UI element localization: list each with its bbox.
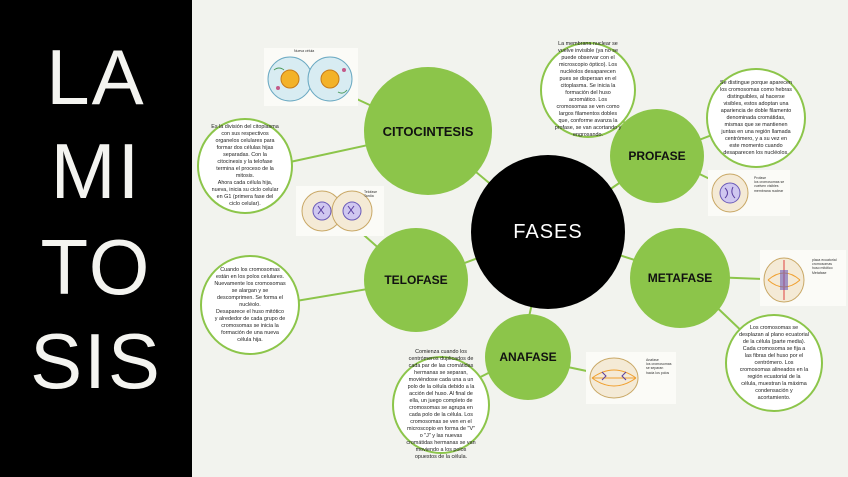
image-citocintesis: Nueva célula <box>264 48 358 106</box>
anaphase-cell-icon <box>589 357 639 399</box>
cell-division-icon <box>267 56 353 102</box>
text-anafase: Comienza cuando los centrómeros duplicad… <box>392 349 490 460</box>
metaphase-cell-icon <box>763 257 805 303</box>
image-metafase: placa ecuatorial cromosomas huso mitótic… <box>760 250 846 306</box>
text-metafase: Los cromosomas se desplazan al plano ecu… <box>725 314 823 412</box>
label-profase: PROFASE <box>628 149 686 163</box>
label-anafase: ANAFASE <box>499 350 557 364</box>
node-citocintesis: CITOCINTESIS <box>364 67 492 195</box>
center-label: FASES <box>513 220 583 243</box>
image-telofase: Telofase Tardía <box>296 186 384 236</box>
image-anafase: Anafase los cromosomas se separan hacia … <box>586 352 676 404</box>
label-metafase: METAFASE <box>647 271 713 285</box>
title-panel: LA MI TO SIS <box>0 0 192 477</box>
title-line-2: MI <box>50 127 142 215</box>
caption-profase: Profase los cromosomas se vuelven visibl… <box>754 176 785 193</box>
caption-metafase: placa ecuatorial cromosomas huso mitótic… <box>812 258 837 275</box>
node-metafase: METAFASE <box>630 228 730 328</box>
text-profase-2: Se distingue porque aparecen los cromoso… <box>706 68 806 168</box>
text-profase-1: La membrana nuclear se vuelve invisible … <box>540 41 636 138</box>
title-line-1: LA <box>46 33 146 121</box>
caption-telofase: Telofase Tardía <box>364 190 378 199</box>
caption-citocintesis: Nueva célula <box>294 49 315 53</box>
image-profase: Profase los cromosomas se vuelven visibl… <box>708 170 790 216</box>
title-line-4: SIS <box>30 317 162 405</box>
telophase-cells-icon <box>301 190 373 232</box>
center-node: FASES <box>471 155 625 309</box>
node-telofase: TELOFASE <box>364 228 468 332</box>
title-line-3: TO <box>40 223 152 311</box>
caption-anafase: Anafase los cromosomas se separan hacia … <box>646 358 672 375</box>
text-citocintesis: Es la división del citoplasma con sus re… <box>197 118 293 214</box>
text-telofase: Cuando los cromosomas están en los polos… <box>200 255 300 355</box>
node-profase: PROFASE <box>610 109 704 203</box>
label-citocintesis: CITOCINTESIS <box>382 123 474 139</box>
node-anafase: ANAFASE <box>485 314 571 400</box>
label-telofase: TELOFASE <box>384 273 448 287</box>
prophase-cell-icon <box>711 173 749 213</box>
